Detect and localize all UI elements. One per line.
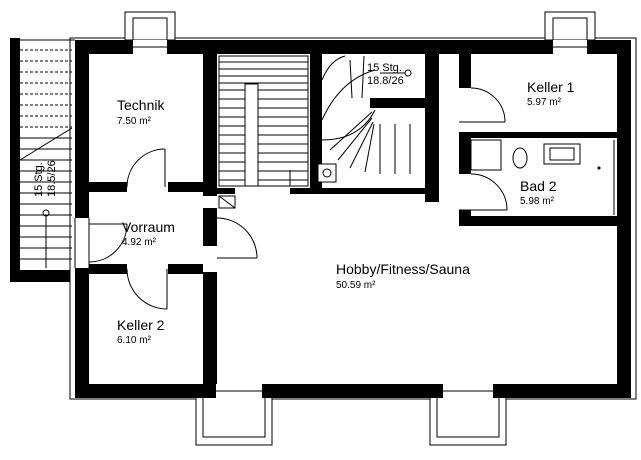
room-name-keller1: Keller 1 [527, 79, 575, 95]
room-area-keller1: 5.97 m² [527, 97, 562, 108]
exterior-stair [10, 38, 75, 282]
room-area-hobby: 50.59 m² [336, 280, 376, 291]
exterior-walls [74, 40, 631, 398]
room-name-hobby: Hobby/Fitness/Sauna [336, 261, 470, 277]
room-area-technik: 7.50 m² [117, 116, 152, 127]
central-stair [218, 55, 425, 209]
room-name-vorraum: Vorraum [122, 219, 175, 235]
room-name-technik: Technik [117, 97, 165, 113]
room-name-bad2: Bad 2 [520, 178, 557, 194]
room-area-bad2: 5.98 m² [520, 196, 555, 207]
stair-center-rise: 18.8/26 [367, 75, 404, 87]
room-name-keller2: Keller 2 [117, 317, 165, 333]
bathroom-fixtures [470, 139, 615, 215]
interior-walls [89, 54, 617, 384]
light-wells [124, 11, 596, 446]
stair-left-rise: 18.5/26 [46, 160, 58, 197]
room-area-keller2: 6.10 m² [117, 335, 152, 346]
stair-left-steps: 15 Stg. [33, 162, 45, 197]
outer-outline [69, 37, 637, 400]
stair-center-steps: 15 Stg. [367, 62, 402, 74]
doors [88, 87, 508, 310]
room-area-vorraum: 4.92 m² [122, 237, 157, 248]
